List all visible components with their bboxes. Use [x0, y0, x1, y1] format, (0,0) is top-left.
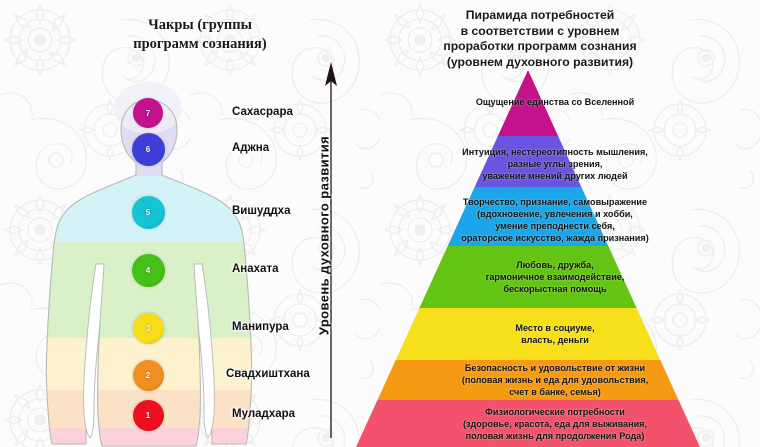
chakra-point-6[interactable]: 6: [131, 132, 165, 166]
pyramid-level-3[interactable]: [395, 308, 661, 360]
chakra-label-3: Манипура: [232, 321, 289, 333]
pyramid-shape: [356, 70, 700, 447]
pyramid-level-1[interactable]: [356, 400, 700, 447]
pyramid-level-4[interactable]: [419, 246, 637, 308]
axis-arrow-icon: [325, 62, 337, 438]
pyramid-level-2[interactable]: [377, 360, 679, 400]
chakra-point-1[interactable]: 1: [132, 399, 164, 431]
chakra-point-3[interactable]: 3: [132, 312, 164, 344]
chakra-number: 5: [145, 207, 151, 217]
page-title-chakras: Чакры (группы программ сознания): [60, 16, 340, 53]
chakra-number: 7: [145, 108, 151, 118]
chakra-number: 1: [145, 410, 151, 420]
chakra-label-2: Свадхиштхана: [226, 368, 310, 380]
chakra-number: 3: [145, 323, 151, 333]
page-title-chakras-line-2: программ сознания): [133, 35, 267, 52]
chakra-point-4[interactable]: 4: [131, 253, 165, 287]
page-title-chakras-line-1: Чакры (группы: [148, 17, 252, 33]
chakra-label-5: Вишуддха: [232, 205, 291, 217]
chakra-number: 2: [145, 370, 151, 380]
chakra-label-6: Аджна: [232, 142, 270, 154]
page-title-pyramid-line-2: в соответствии с уровнем: [460, 23, 620, 38]
spiritual-level-axis: Уровень духовного развития: [300, 60, 346, 445]
chakra-point-5[interactable]: 5: [131, 195, 165, 229]
chakra-number: 4: [145, 265, 151, 275]
chakra-point-7[interactable]: 7: [133, 98, 163, 128]
chakra-label-4: Анахата: [232, 263, 279, 275]
page-title-pyramid: Пирамида потребностей в соответствии с у…: [390, 8, 690, 70]
chakra-label-1: Муладхара: [232, 408, 296, 420]
page-title-pyramid-line-1: Пирамида потребностей: [465, 8, 615, 22]
pyramid-level-7[interactable]: [497, 70, 559, 136]
page-title-pyramid-line-4: (уровнем духовного развития): [446, 54, 634, 69]
chakra-point-2[interactable]: 2: [132, 359, 164, 391]
chakra-label-7: Сахасрара: [232, 106, 293, 118]
page-title-pyramid-line-3: проработки программ сознания: [443, 39, 637, 54]
pyramid-level-6[interactable]: [474, 136, 582, 187]
pyramid-level-5[interactable]: [447, 187, 609, 246]
axis-label: Уровень духовного развития: [316, 135, 332, 336]
chakra-number: 6: [145, 144, 151, 154]
